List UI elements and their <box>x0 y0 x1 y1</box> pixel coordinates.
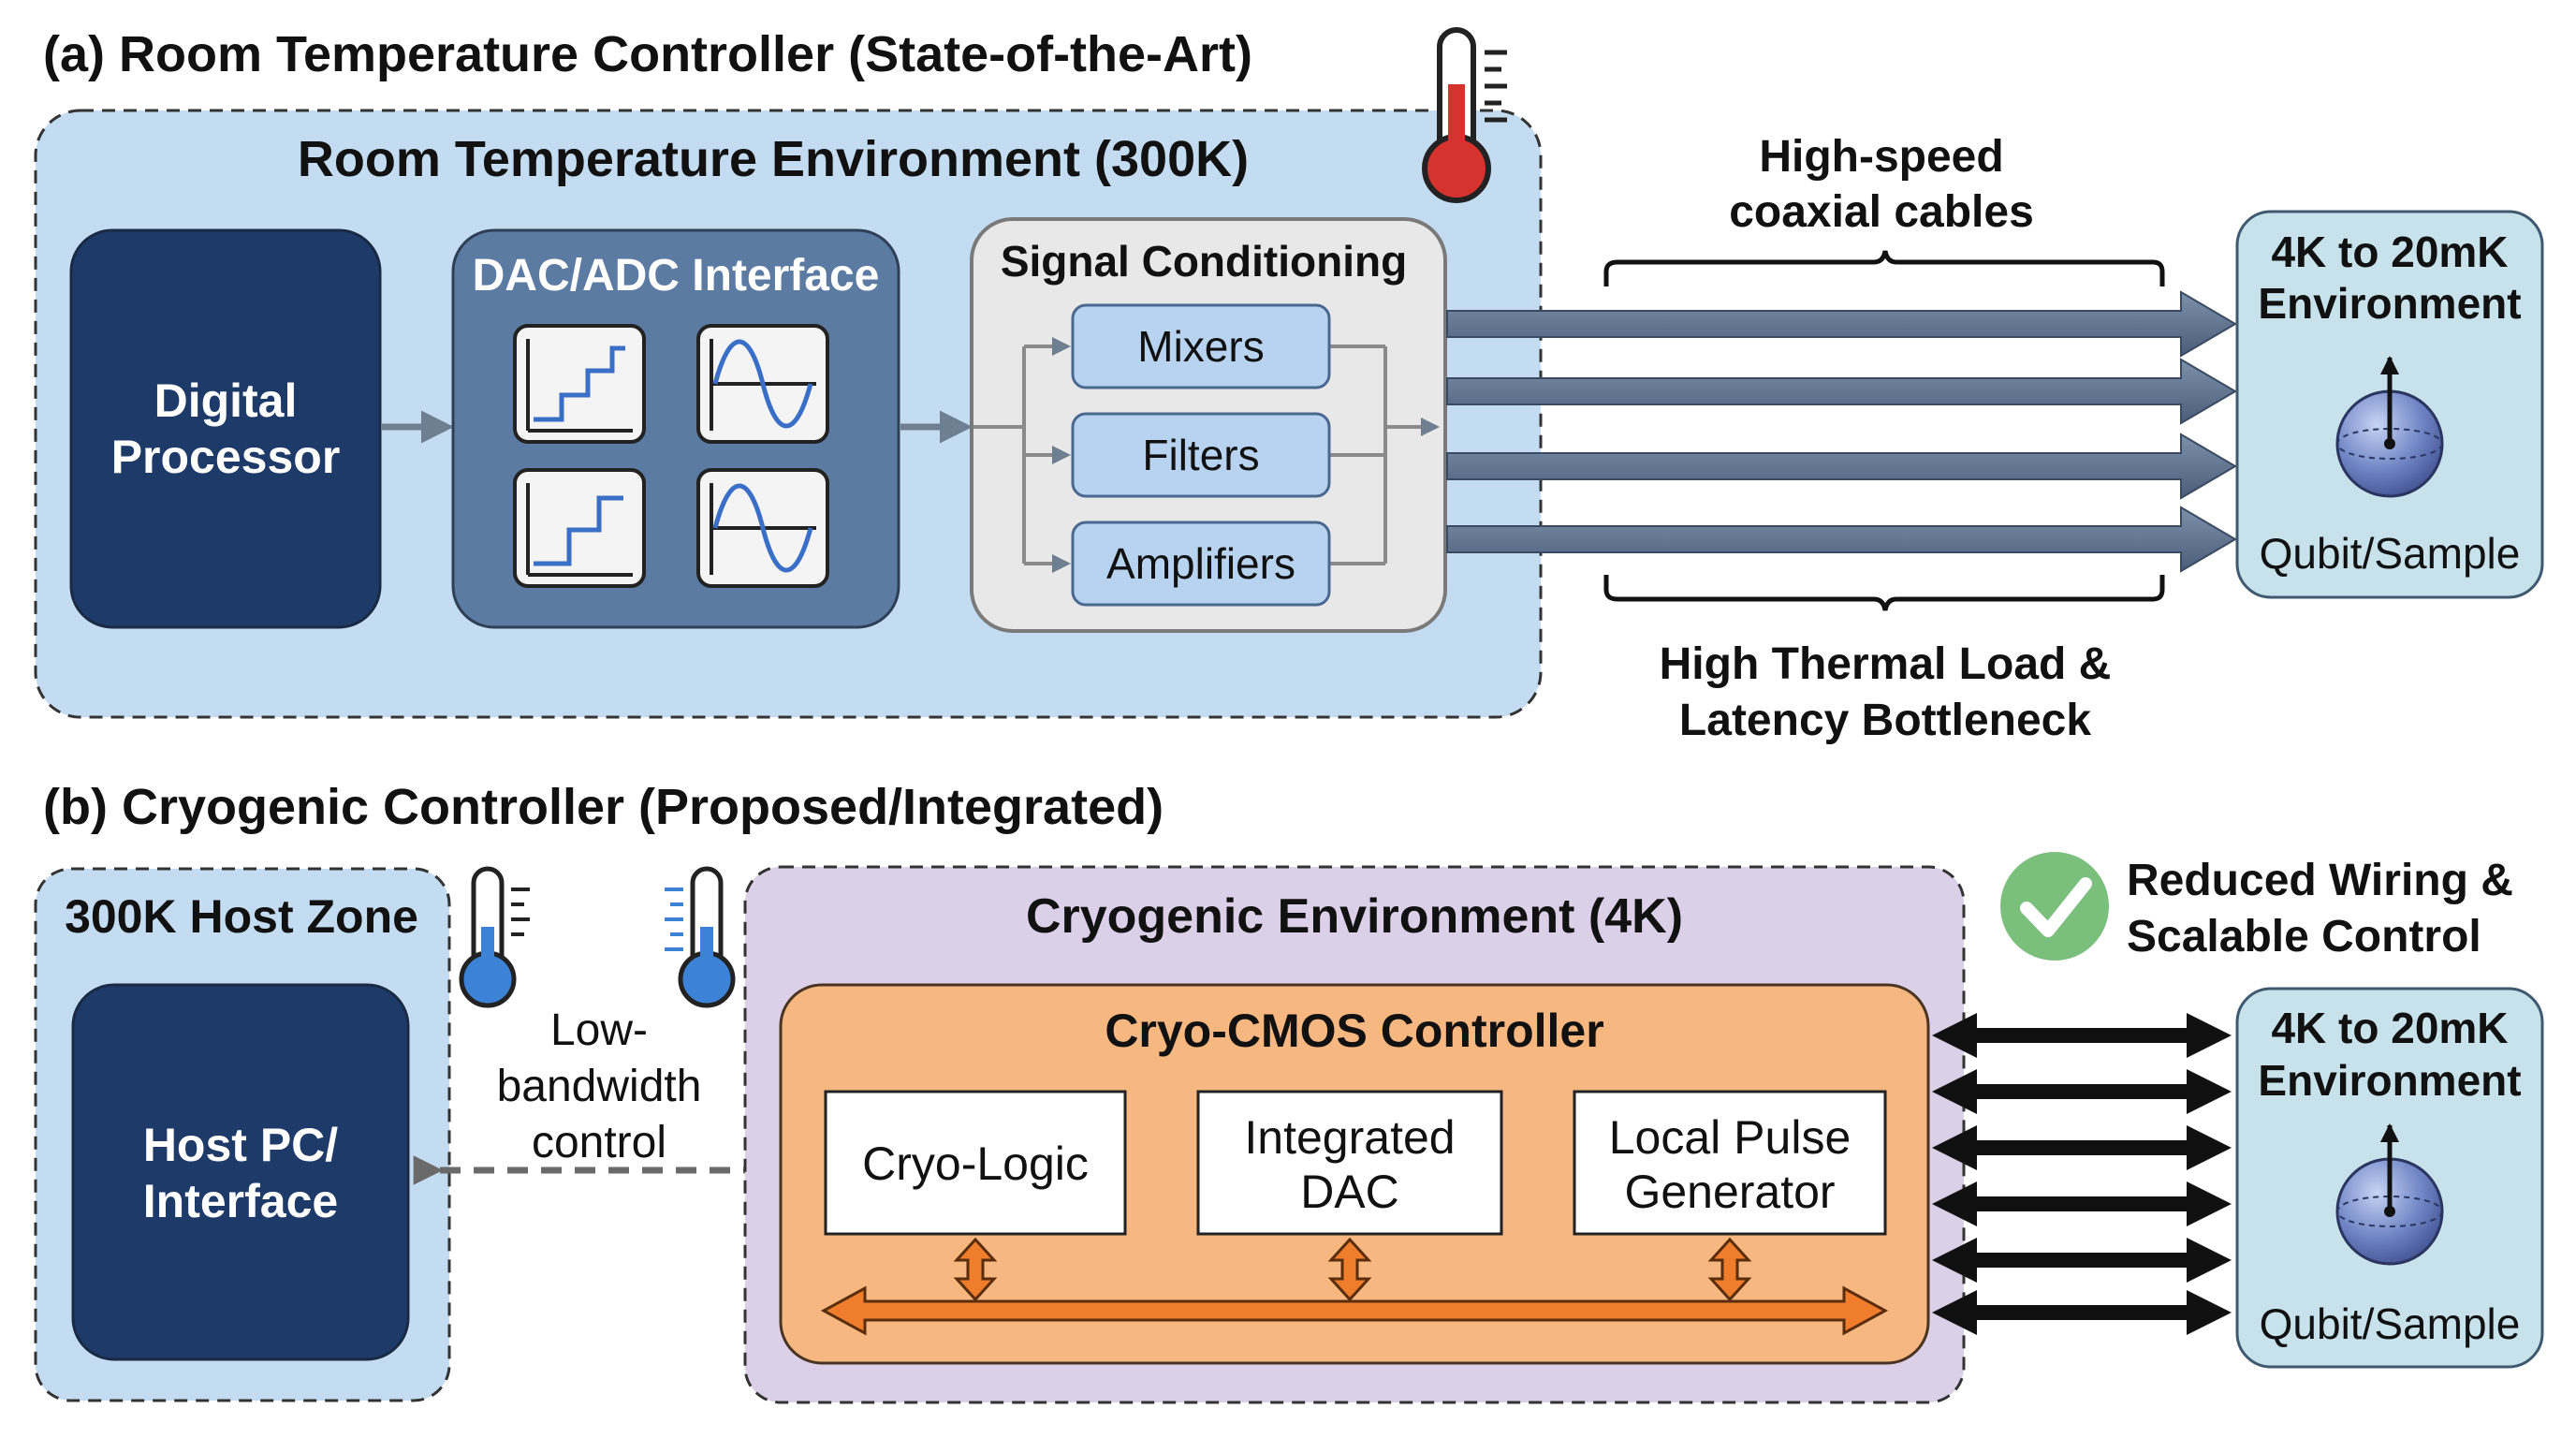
cryo-logic-block <box>824 1090 1127 1236</box>
link-label-line1: Low- <box>550 1005 648 1055</box>
block-to-bus-arrows <box>953 1237 1752 1302</box>
bottleneck-brace <box>1603 575 2165 611</box>
cables-brace <box>1603 250 2165 286</box>
qubit-label-a: Qubit/Sample <box>2260 529 2521 578</box>
bloch-sphere-icon <box>2335 356 2444 498</box>
target-env-a-line1: 4K to 20mK <box>2271 227 2508 276</box>
coaxial-cable-arrows <box>1446 290 2237 573</box>
link-label-line2: bandwidth <box>497 1062 702 1111</box>
sine-waveform-icon-2 <box>696 468 829 588</box>
bottleneck-label-line1: High Thermal Load & <box>1660 639 2112 689</box>
conditioning-internal-routing <box>973 337 1440 573</box>
staircase-waveform-icon-2 <box>513 468 646 588</box>
integrated-dac-line1: Integrated <box>1244 1111 1455 1164</box>
cryo-to-target-arrows <box>1932 1013 2232 1335</box>
host-zone-title: 300K Host Zone <box>65 890 418 943</box>
host-pc-block <box>71 983 410 1361</box>
coax-arrow-4 <box>1446 506 2237 573</box>
panel-b-title: (b) Cryogenic Controller (Proposed/Integ… <box>43 779 1164 835</box>
cryo-logic-label: Cryo-Logic <box>862 1137 1089 1190</box>
host-pc-label-line1: Host PC/ <box>143 1119 338 1171</box>
cryo-env-title: Cryogenic Environment (4K) <box>1026 889 1683 944</box>
digital-processor-label-line2: Processor <box>111 431 341 483</box>
internal-bus-arrow <box>820 1285 1889 1336</box>
dac-adc-title: DAC/ADC Interface <box>473 251 880 301</box>
target-env-b-line1: 4K to 20mK <box>2271 1004 2508 1052</box>
sine-waveform-icon <box>696 324 829 444</box>
check-circle-icon <box>2000 852 2109 961</box>
target-env-a-line2: Environment <box>2258 279 2521 328</box>
thermometer-cold-icon-2 <box>665 866 736 1008</box>
coax-arrow-1 <box>1446 290 2237 358</box>
pulse-generator-line2: Generator <box>1624 1166 1835 1218</box>
cables-label-line1: High-speed <box>1759 132 2003 182</box>
cables-label-line2: coaxial cables <box>1729 187 2034 237</box>
target-env-b-line2: Environment <box>2258 1056 2521 1105</box>
cmos-title: Cryo-CMOS Controller <box>1105 1005 1603 1057</box>
panel-a-title: (a) Room Temperature Controller (State-o… <box>43 26 1252 82</box>
pulse-generator-line1: Local Pulse <box>1609 1111 1852 1164</box>
host-pc-label-line2: Interface <box>143 1175 338 1227</box>
benefit-label-line1: Reduced Wiring & <box>2127 856 2513 905</box>
filters-label: Filters <box>1142 431 1259 479</box>
signal-conditioning-title: Signal Conditioning <box>1001 237 1407 286</box>
thermometer-cold-icon <box>459 866 530 1008</box>
link-label-line3: control <box>532 1118 666 1167</box>
bottleneck-label-line2: Latency Bottleneck <box>1679 696 2091 745</box>
filters-block <box>1071 412 1331 498</box>
digital-processor-label-line1: Digital <box>154 374 298 427</box>
digital-processor-block <box>69 228 382 629</box>
pulse-generator-block <box>1573 1090 1887 1236</box>
amplifiers-block <box>1071 521 1331 607</box>
integrated-dac-line2: DAC <box>1300 1166 1399 1218</box>
bloch-sphere-icon-2 <box>2335 1123 2444 1266</box>
room-env-title: Room Temperature Environment (300K) <box>298 131 1249 187</box>
coax-arrow-2 <box>1446 358 2237 425</box>
staircase-waveform-icon <box>513 324 646 444</box>
integrated-dac-block <box>1196 1090 1503 1236</box>
amplifiers-label: Amplifiers <box>1106 539 1295 588</box>
mixers-block <box>1071 303 1331 389</box>
qubit-label-b: Qubit/Sample <box>2260 1299 2521 1348</box>
benefit-label-line2: Scalable Control <box>2127 912 2481 961</box>
mixers-label: Mixers <box>1137 322 1264 371</box>
coax-arrow-3 <box>1446 433 2237 500</box>
thermometer-hot-icon <box>1422 27 1507 203</box>
